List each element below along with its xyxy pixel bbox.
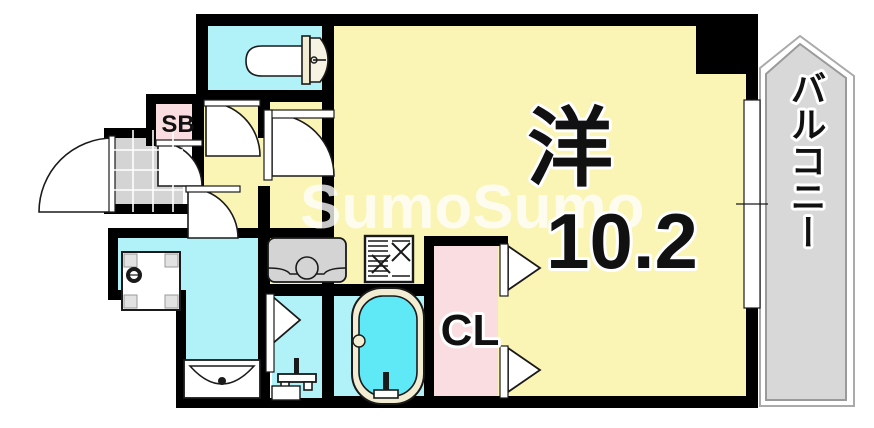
shoe-box-door [155,139,203,187]
hall-door [185,185,241,239]
balcony-outer-outline [759,34,855,407]
closet-fill [432,242,498,402]
main-room-door [263,109,335,181]
balcony-sliding-window[interactable] [736,99,768,309]
wall-shoebox-left [146,94,156,146]
toilet-fixture [245,35,329,85]
gas-stove-fixture [363,234,415,284]
washbasin-fixture [183,359,261,399]
wall-kitchen-top [264,228,334,238]
balcony-label: バルコニー [786,70,827,250]
wall-top [196,14,758,26]
shoe-box-label: SB [161,111,194,138]
entry-tile-grid [113,130,183,212]
wall-washroom-left-lower [176,290,186,408]
wall-washroom-left-upper [108,228,118,300]
wall-hall-jamb-lower [258,186,270,234]
column-top-right [696,22,748,74]
wall-entry-top-left [104,128,156,138]
wall-kitchen-bottom [258,284,334,296]
shower-mixer-fixture [271,358,317,401]
entrance-door [38,135,116,213]
bathroom-door [265,293,302,373]
wall-corridor-right-upper [258,228,270,300]
closet-label: CL [441,306,500,355]
washer-pan-fixture [121,251,181,311]
wall-washroom-bottom [176,398,334,408]
wall-entry-bottom [104,204,204,214]
wall-toilet-left [196,14,208,102]
wall-closet-left [424,236,434,404]
main-room-area-label: 10.2 [546,197,698,285]
watermark: SumoSumo [300,173,644,242]
wall-closet-top [424,236,508,246]
wall-toilet-bottom [196,90,332,102]
kitchen-sink-fixture [267,237,347,283]
main-room-name-label: 洋 [527,101,613,197]
closet-door-upper [499,243,542,297]
wall-shoebox-top [146,94,204,104]
wall-closet-bottom [424,396,508,406]
closet-door-lower [499,345,542,399]
balcony-fill [765,42,847,401]
bathtub-fixture [351,287,425,405]
toilet-door [203,99,261,157]
